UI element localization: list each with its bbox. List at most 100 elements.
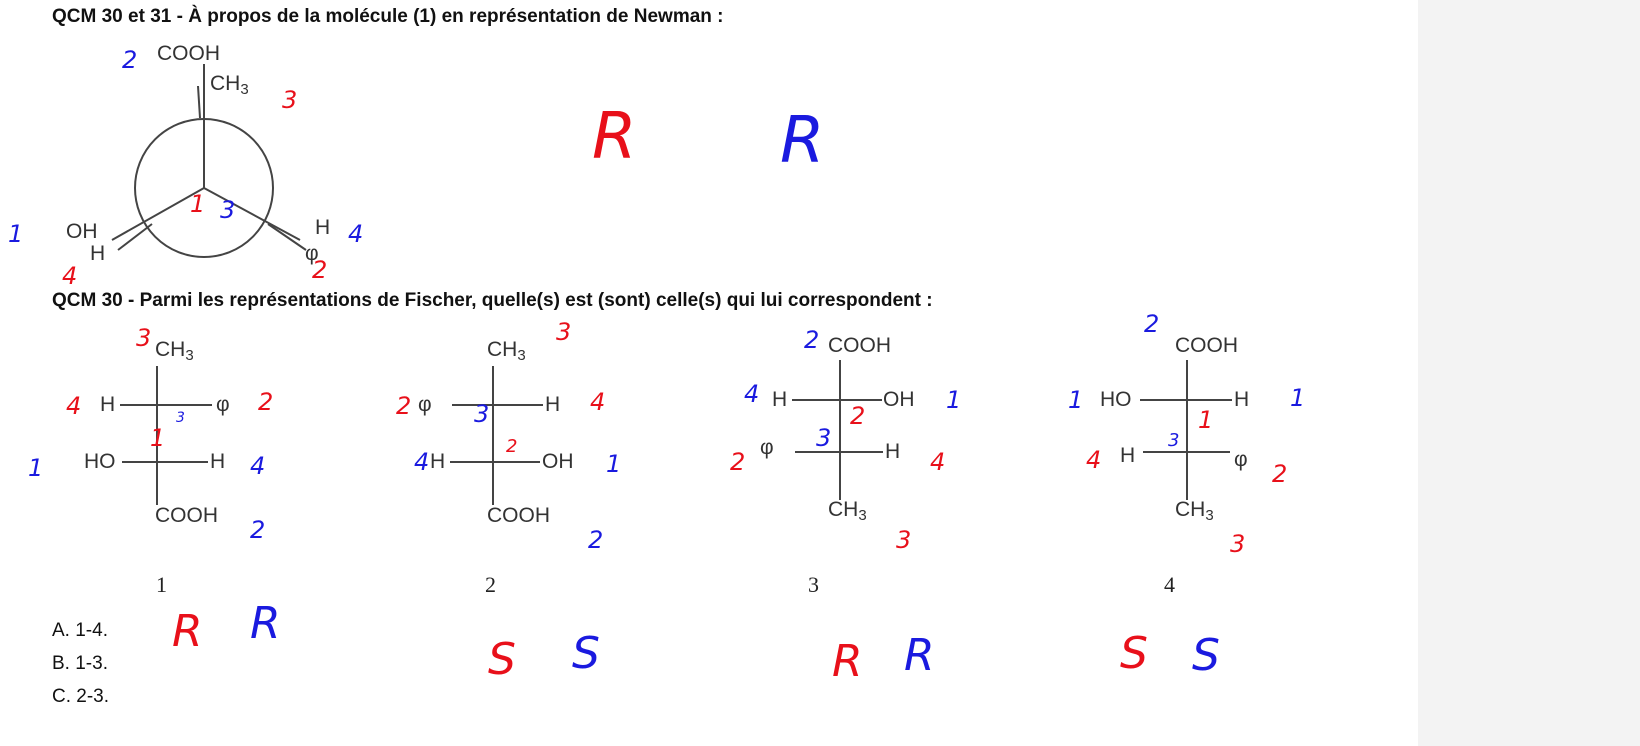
annotation: 2 (1144, 310, 1160, 338)
annotation: 1 (8, 220, 24, 248)
structure-drawings (111, 64, 1232, 505)
annotation: 1 (606, 450, 622, 478)
fischer-bottom-text: CH (1175, 498, 1206, 521)
fischer-top-sub: 3 (517, 347, 526, 364)
annotation: 2 (396, 392, 412, 420)
fischer-top: CH3 (155, 338, 194, 364)
fischer-r2-left: φ (760, 436, 774, 459)
annotation: 1 (946, 386, 962, 414)
document-page: QCM 30 et 31 - À propos de la molécule (… (8, 6, 1306, 707)
fischer-r1-right: φ (216, 393, 230, 416)
annotation: 2 (250, 516, 266, 544)
annotation: 4 (930, 448, 946, 476)
answer-c[interactable]: C. 2-3. (52, 686, 110, 707)
annotation: 2 (804, 326, 820, 354)
fischer-bottom-sub: 3 (1205, 507, 1214, 524)
annotation: 1 (150, 424, 166, 452)
fischer-r1-right: H (1234, 388, 1250, 411)
newman-h-right: H (315, 216, 331, 239)
annotation-config: R (904, 630, 935, 681)
fischer-r2-right: H (885, 440, 901, 463)
annotation: 2 (1272, 460, 1288, 488)
annotation-config: R (780, 104, 825, 178)
fischer-r1-left: H (772, 388, 788, 411)
fischer-bottom: CH3 (1175, 498, 1214, 524)
annotation: 3 (136, 324, 152, 352)
annotation: 2 (258, 388, 274, 416)
annotation: 1 (1290, 384, 1306, 412)
annotation: 2 (730, 448, 746, 476)
newman-ch3-text: CH (210, 72, 241, 95)
fischer-r1-left: HO (1100, 388, 1132, 411)
fischer-r2-right: φ (1234, 448, 1248, 471)
fischer-r1-left: H (100, 393, 116, 416)
fischer-top-text: CH (155, 338, 186, 361)
annotation-config: S (488, 634, 516, 685)
page-title: QCM 30 et 31 - À propos de la molécule (… (52, 6, 724, 27)
fischer-r2-right: OH (542, 450, 574, 473)
annotation: 2 (850, 402, 866, 430)
answer-a[interactable]: A. 1-4. (52, 620, 108, 641)
newman-oh: OH (66, 220, 98, 243)
fischer-top: COOH (1175, 334, 1238, 357)
annotation: 3 (1230, 530, 1246, 558)
fischer-r2-right: H (210, 450, 226, 473)
fischer-bottom: CH3 (828, 498, 867, 524)
newman-ch3-sub: 3 (240, 81, 249, 98)
fischer-top: CH3 (487, 338, 526, 364)
newman-phi: φ (305, 242, 319, 265)
annotation: 3 (176, 410, 185, 426)
fischer-r1-right: OH (883, 388, 915, 411)
answer-b[interactable]: B. 1-3. (52, 653, 108, 674)
annotation: 4 (590, 388, 606, 416)
annotation-config: S (1120, 628, 1148, 679)
fischer-label: 1 (156, 572, 167, 597)
annotation-config: S (572, 628, 600, 679)
fischer-bottom: COOH (487, 504, 550, 527)
annotation: 3 (896, 526, 912, 554)
annotation: 3 (220, 196, 236, 224)
annotation-config: S (1192, 630, 1220, 681)
fischer-top: COOH (828, 334, 891, 357)
fischer-bottom-sub: 3 (858, 507, 867, 524)
newman-h-left: H (90, 242, 106, 265)
annotation: 2 (588, 526, 604, 554)
fischer-r2-left: HO (84, 450, 116, 473)
annotation: 4 (250, 452, 266, 480)
side-panel (1418, 0, 1640, 746)
annotation-config: R (250, 598, 281, 649)
annotation: 4 (348, 220, 364, 248)
newman-ch3: CH3 (210, 72, 249, 98)
annotation: 1 (1198, 406, 1214, 434)
annotation: 1 (190, 190, 206, 218)
fischer-bottom-text: CH (828, 498, 859, 521)
annotation: 2 (312, 256, 328, 284)
annotation: 1 (28, 454, 44, 482)
annotation-config: R (832, 636, 863, 687)
annotation: 4 (62, 262, 78, 290)
fischer-label: 4 (1164, 572, 1175, 597)
annotation: 3 (556, 318, 572, 346)
annotation: 4 (414, 448, 430, 476)
fischer-r1-right: H (545, 393, 561, 416)
fischer-label: 2 (485, 572, 496, 597)
question-text: QCM 30 - Parmi les représentations de Fi… (52, 290, 933, 311)
annotation-config: R (172, 606, 203, 657)
fischer-r2-left: H (430, 450, 446, 473)
annotation: 4 (1086, 446, 1102, 474)
annotation: 3 (282, 86, 298, 114)
annotation: 3 (1168, 430, 1180, 451)
annotation: 4 (744, 380, 760, 408)
annotation: 3 (816, 424, 832, 452)
fischer-top-sub: 3 (185, 347, 194, 364)
newman-cooh: COOH (157, 42, 220, 65)
fischer-r1-left: φ (418, 393, 432, 416)
annotation: 3 (474, 400, 490, 428)
annotation: 1 (1068, 386, 1084, 414)
annotation-config: R (592, 100, 637, 174)
fischer-label: 3 (808, 572, 819, 597)
fischer-bottom: COOH (155, 504, 218, 527)
annotation: 2 (506, 436, 518, 457)
fischer-top-text: CH (487, 338, 518, 361)
annotation: 4 (66, 392, 82, 420)
